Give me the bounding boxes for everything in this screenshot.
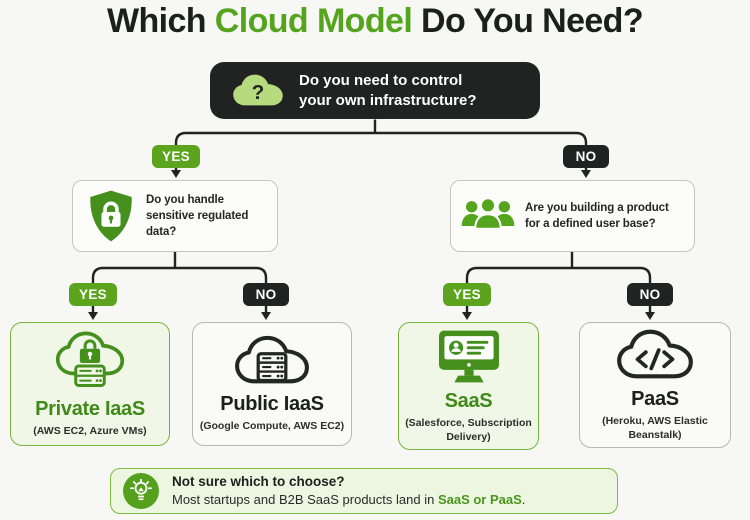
note-body-pre: Most startups and B2B SaaS products land… (172, 492, 438, 508)
outcome-card-paas: PaaS (Heroku, AWS Elastic Beanstalk) (579, 322, 731, 448)
svg-text:?: ? (252, 81, 265, 104)
title-post: Do You Need? (412, 2, 644, 40)
note-text: Not sure which to choose? Most startups … (172, 473, 525, 509)
cloud-lock-server-icon (54, 330, 126, 393)
note-heading: Not sure which to choose? (172, 474, 345, 490)
page-title: Which Cloud Model Do You Need? (0, 2, 750, 41)
note-box: Not sure which to choose? Most startups … (110, 468, 618, 514)
outcome-subtitle: (Salesforce, Subscription Delivery) (405, 416, 532, 443)
title-pre: Which (106, 2, 215, 40)
outcome-card-saas: SaaS (Salesforce, Subscription Delivery) (398, 322, 539, 450)
decision-question: Are you building a product for a defined… (525, 201, 669, 230)
decision-box-user-base: Are you building a product for a defined… (450, 180, 695, 252)
yes-badge-iaas: YES (69, 283, 117, 306)
title-highlight: Cloud Model (214, 2, 413, 40)
outcome-subtitle: (Google Compute, AWS EC2) (199, 420, 345, 433)
cloud-question-icon: ? (230, 72, 286, 110)
note-body-highlight: SaaS or PaaS (437, 492, 522, 508)
outcome-title: PaaS (631, 387, 679, 410)
no-badge-iaas: NO (243, 283, 289, 306)
cloud-server-icon (233, 334, 311, 388)
no-label: NO (255, 287, 277, 302)
root-question-text: Do you need to control your own infrastr… (299, 72, 477, 109)
note-body-post: . (521, 492, 526, 508)
no-label: NO (575, 149, 597, 164)
yes-label: YES (162, 149, 190, 164)
lightbulb-icon (123, 473, 159, 509)
outcome-card-private-iaas: Private IaaS (AWS EC2, Azure VMs) (10, 322, 170, 446)
users-icon (461, 196, 515, 236)
root-question-box: ? Do you need to control your own infras… (210, 62, 540, 119)
yes-label: YES (453, 287, 481, 302)
decision-box-sensitive-data: Do you handle sensitive regulated data? (72, 180, 278, 252)
no-label: NO (639, 287, 661, 302)
outcome-title: SaaS (444, 389, 493, 412)
no-badge-paas: NO (627, 283, 673, 306)
outcome-title: Private IaaS (35, 397, 145, 420)
outcome-subtitle: (AWS EC2, Azure VMs) (33, 424, 147, 437)
no-badge-level1: NO (563, 145, 609, 168)
outcome-subtitle: (Heroku, AWS Elastic Beanstalk) (602, 414, 708, 441)
outcome-card-public-iaas: Public IaaS (Google Compute, AWS EC2) (192, 322, 352, 446)
note-body: Most startups and B2B SaaS products land… (172, 491, 525, 509)
shield-lock-icon (87, 189, 135, 243)
arrowhead-icons (88, 170, 655, 320)
outcome-title: Public IaaS (220, 393, 324, 416)
decision-question: Do you handle sensitive regulated data? (146, 193, 249, 239)
cloud-code-icon (615, 328, 695, 383)
yes-badge-level1: YES (152, 145, 200, 168)
yes-badge-saas: YES (443, 283, 491, 306)
monitor-profile-icon (434, 328, 504, 385)
yes-label: YES (79, 287, 107, 302)
